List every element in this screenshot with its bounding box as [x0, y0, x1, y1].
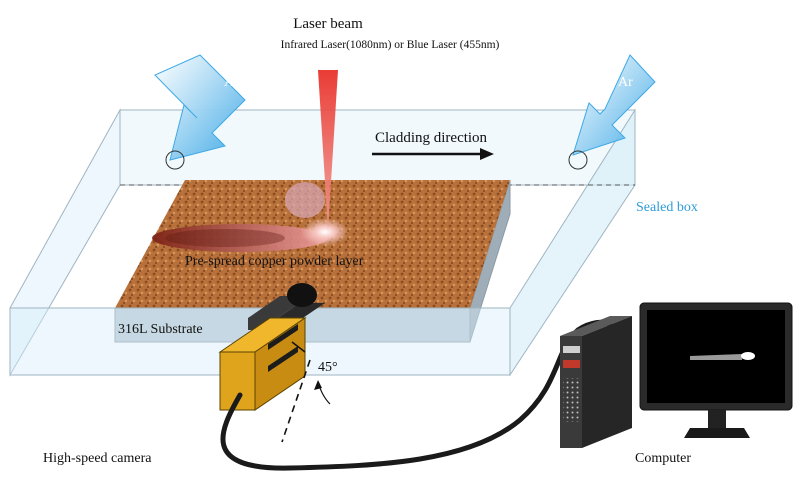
- screen-melt-spot: [741, 352, 755, 360]
- screen-melt-track: [690, 354, 742, 360]
- computer-monitor: [639, 302, 793, 438]
- drive-slot-silver: [563, 346, 580, 353]
- substrate-label: 316L Substrate: [118, 322, 203, 337]
- camera-label: High-speed camera: [43, 451, 152, 466]
- sealed-box: [9, 108, 636, 377]
- laser-title: Laser beam: [293, 16, 363, 32]
- drive-slot-red: [563, 360, 580, 368]
- laser-subtitle: Infrared Laser(1080nm) or Blue Laser (45…: [281, 39, 500, 51]
- powder-layer-label: Pre-spread copper powder layer: [185, 254, 364, 269]
- camera-angle-marker: [281, 341, 331, 443]
- high-speed-camera: [218, 283, 325, 411]
- laser-spot: [301, 218, 349, 246]
- ar-label-left: Ar: [224, 75, 239, 90]
- sealed-box-label: Sealed box: [636, 200, 698, 215]
- cladding-track: [152, 224, 328, 252]
- ar-arrow-left: [154, 54, 246, 170]
- computer-label: Computer: [635, 451, 691, 466]
- ar-label-right: Ar: [618, 75, 633, 90]
- melt-plume: [285, 182, 325, 218]
- cladding-direction-arrow: [372, 148, 494, 160]
- laser-beam: [318, 70, 338, 230]
- cladding-direction-label: Cladding direction: [375, 130, 488, 146]
- camera-lens: [287, 283, 317, 307]
- computer-tower: [560, 316, 632, 448]
- angle-label: 45°: [318, 360, 338, 375]
- ar-arrow-right: [568, 54, 656, 170]
- tower-vent: [563, 378, 580, 422]
- computer: [560, 302, 793, 448]
